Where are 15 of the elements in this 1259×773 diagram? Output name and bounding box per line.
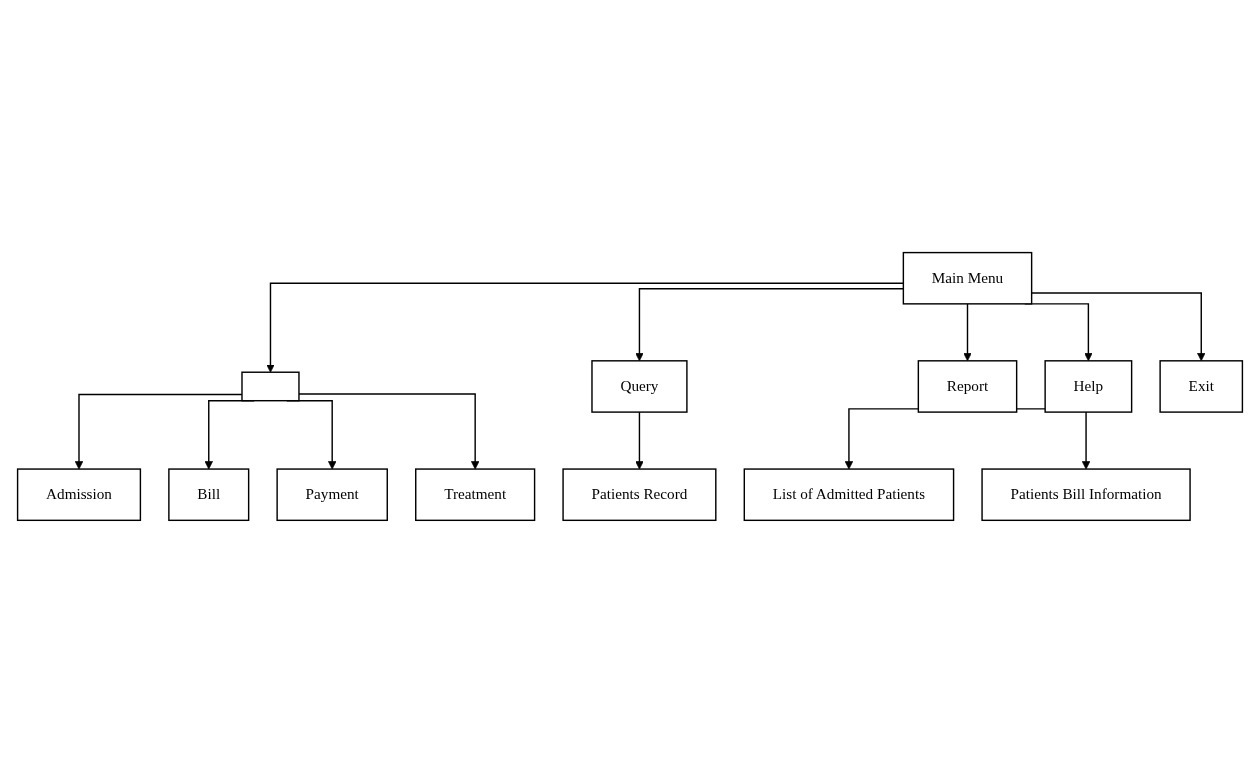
- node-box: List of Admitted Patients: [743, 468, 954, 522]
- node-box: Main Menu: [902, 251, 1032, 305]
- node-box: Patients Bill Information: [980, 468, 1191, 522]
- node-box: Treatment: [414, 468, 535, 522]
- node-box: Admission: [16, 468, 141, 522]
- node-box: Report: [917, 360, 1017, 413]
- node-box: Bill: [167, 468, 249, 522]
- node-box: Exit: [1158, 360, 1243, 413]
- arrow: [634, 411, 644, 470]
- arrow: [962, 303, 972, 362]
- node-box: Query: [590, 360, 688, 413]
- node-box: [240, 371, 300, 402]
- node-box: Help: [1043, 360, 1132, 413]
- node-box: Payment: [275, 468, 388, 522]
- node-box: Patients Record: [561, 468, 716, 522]
